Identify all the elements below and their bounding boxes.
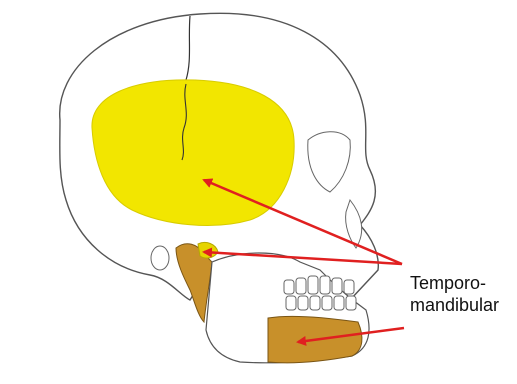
label-temporo: Temporo- [410,272,486,294]
label-mandibular: mandibular [410,294,499,316]
temporal-region [92,80,294,226]
mastoid-process [151,246,169,270]
